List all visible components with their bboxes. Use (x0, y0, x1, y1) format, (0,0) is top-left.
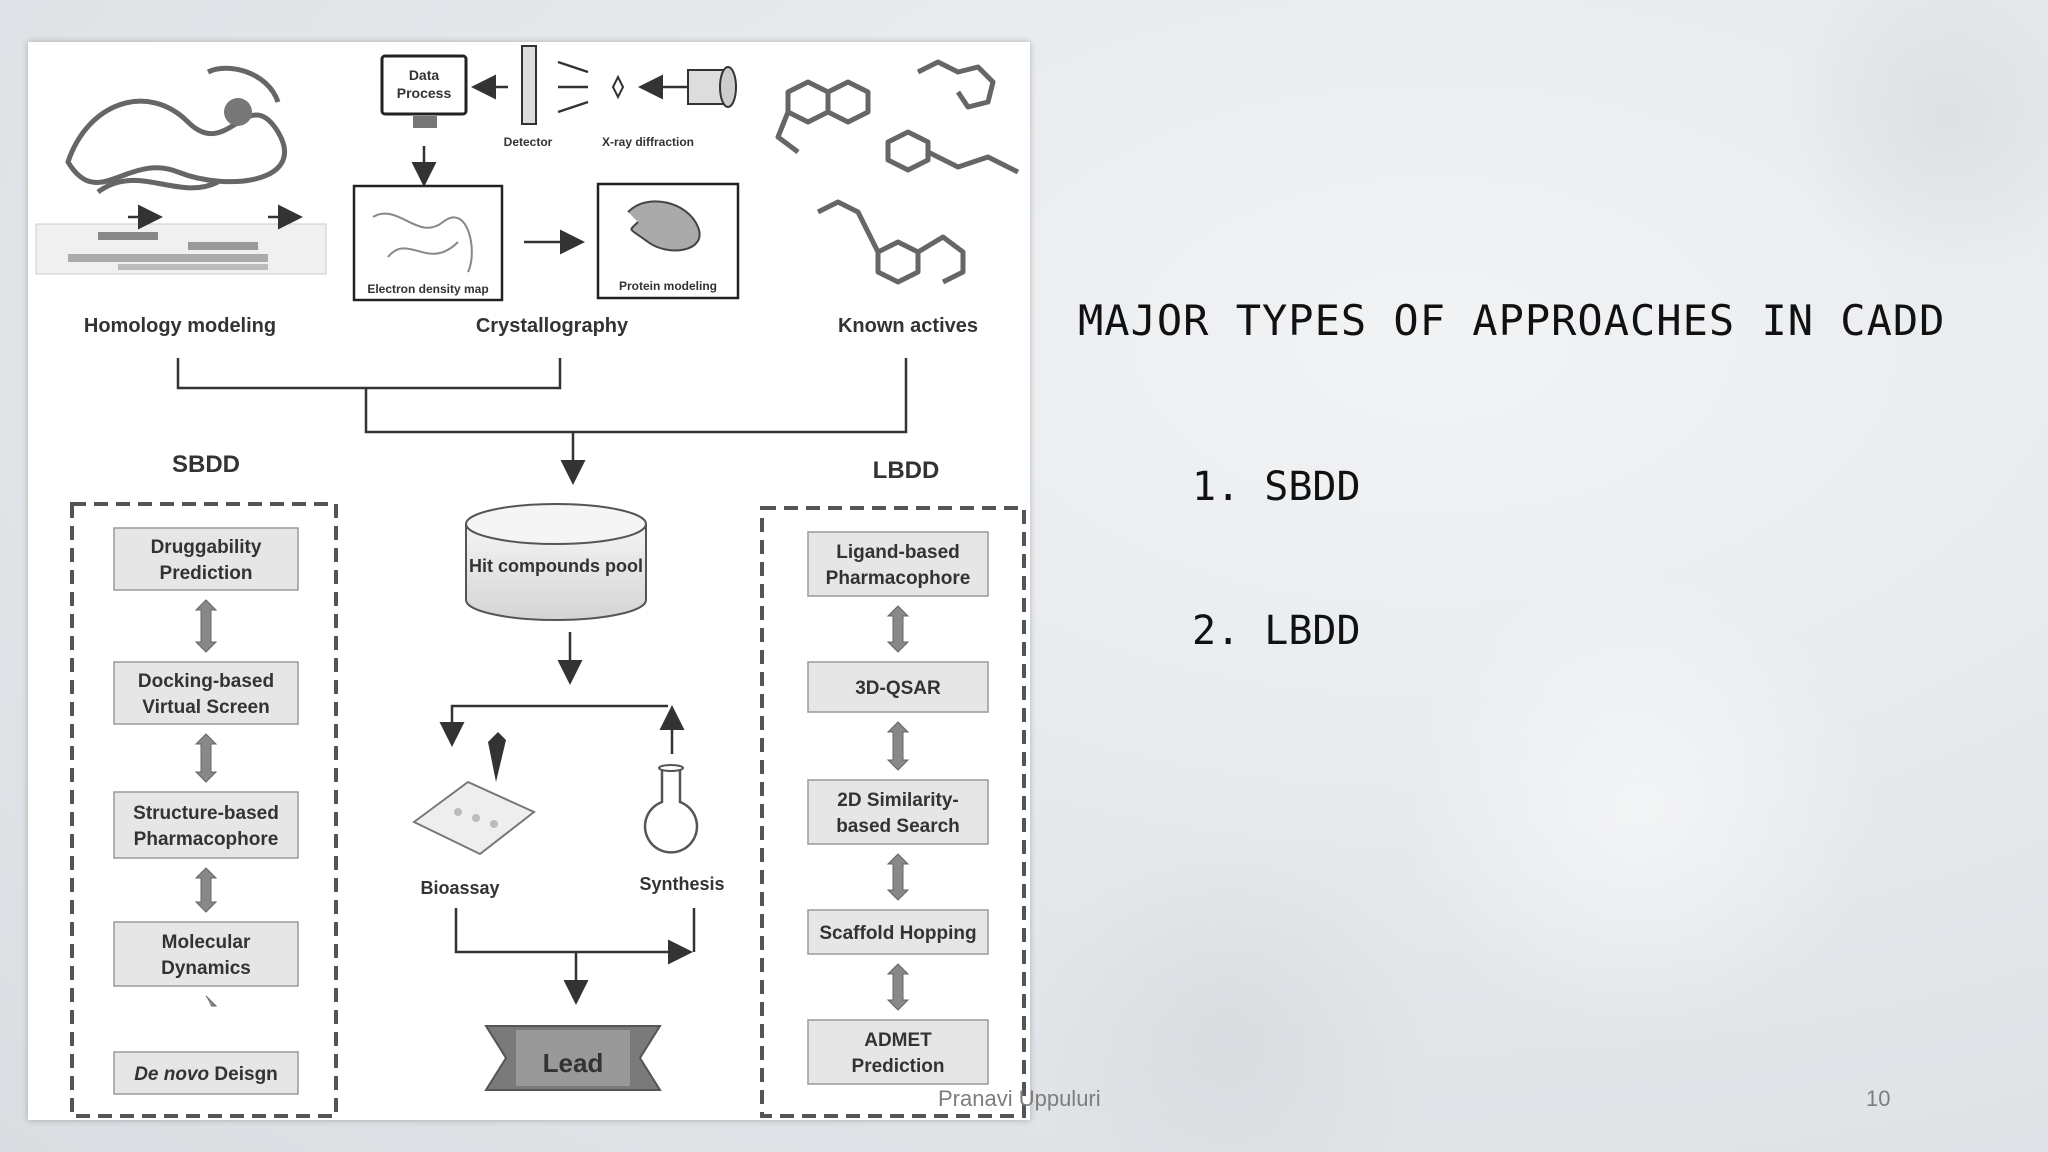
sbdd-step-3-text-1: Structure-based (133, 803, 279, 824)
sbdd-panel (70, 502, 338, 1118)
lbdd-double-arrow-icon-1 (886, 605, 910, 653)
lbdd-step-box-2 (807, 661, 989, 713)
lbdd-step-5-text-2: Prediction (852, 1056, 945, 1077)
lead-banner (484, 1025, 662, 1091)
sbdd-step-4-text-2: Dynamics (161, 958, 251, 979)
cadd-workflow-figure: Data Process Detector X-ray diffraction … (28, 42, 1030, 1120)
data-process-label-2: Process (397, 85, 452, 101)
data-process-monitor-icon (380, 54, 468, 128)
lbdd-step-2-text-1: 3D-QSAR (855, 678, 941, 699)
lbdd-step-box-1 (807, 531, 989, 597)
lbdd-double-arrow-icon-2 (886, 721, 910, 771)
sbdd-double-arrow-icon-3 (194, 867, 218, 913)
sbdd-step-3-text-2: Pharmacophore (134, 829, 279, 850)
bioassay-label: Bioassay (420, 878, 499, 898)
sbdd-step-box-2 (113, 661, 299, 725)
list-item-lbdd: 2. LBDD (1192, 608, 1361, 654)
lbdd-double-arrow-icon-4 (886, 963, 910, 1011)
page-number: 10 (1866, 1086, 1891, 1111)
sbdd-step-box-3 (113, 791, 299, 859)
molecule-structures-icon (775, 59, 1020, 285)
sbdd-step-1-text-1: Druggability (151, 537, 262, 558)
microplate-pipette-icon (412, 732, 536, 856)
sbdd-header: SBDD (172, 451, 240, 478)
sbdd-step-box-1 (113, 527, 299, 591)
lbdd-step-1-text-2: Pharmacophore (826, 568, 971, 589)
synthesis-label: Synthesis (639, 874, 724, 894)
sbdd-double-arrow-icon-2 (194, 733, 218, 783)
sbdd-step-1-text-2: Prediction (160, 563, 253, 584)
slide-title: MAJOR TYPES OF APPROACHES IN CADD (1078, 296, 1946, 345)
sbdd-double-arrow-icon-1 (194, 599, 218, 653)
electron-density-label: Electron density map (367, 282, 488, 296)
lbdd-panel (760, 506, 1026, 1118)
footer-author: Pranavi Uppuluri (938, 1086, 1101, 1111)
crystal-icon (611, 74, 625, 100)
hit-pool-label: Hit compounds pool (469, 556, 643, 576)
lbdd-step-box-5 (807, 1019, 989, 1085)
known-actives-label: Known actives (838, 315, 978, 337)
protein-modeling-label: Protein modeling (619, 279, 717, 293)
lbdd-step-3-text-2: based Search (836, 816, 960, 837)
de-novo-rest: Deisgn (209, 1064, 278, 1085)
sbdd-step-4-text-1: Molecular (162, 932, 251, 953)
detector-icon (521, 45, 537, 125)
hit-compounds-pool-cylinder (465, 503, 647, 621)
protein-model-icon (627, 200, 701, 252)
lbdd-step-4-text-1: Scaffold Hopping (819, 923, 976, 944)
sbdd-double-arrow-icon-4 (205, 995, 218, 1007)
lbdd-step-1-text-1: Ligand-based (836, 542, 960, 563)
flask-icon (643, 764, 699, 854)
sequence-alignment-icon (35, 204, 327, 275)
lbdd-double-arrow-icon-3 (886, 853, 910, 901)
detector-label: Detector (504, 135, 553, 149)
data-process-label-1: Data (409, 67, 440, 83)
electron-density-map-box (352, 184, 504, 302)
sbdd-step-2-text-1: Docking-based (138, 671, 274, 692)
xray-source-icon (687, 66, 737, 108)
sbdd-steps: DruggabilityPredictionDocking-basedVirtu… (113, 527, 299, 1095)
crystallography-label: Crystallography (476, 315, 629, 337)
xray-label: X-ray diffraction (602, 135, 694, 149)
lbdd-step-box-4 (807, 909, 989, 955)
sbdd-step-box-4 (113, 921, 299, 987)
protein-ribbon-icon (65, 65, 288, 195)
list-item-sbdd: 1. SBDD (1192, 464, 1361, 510)
sbdd-step-box-5 (113, 1051, 299, 1095)
homology-modeling-label: Homology modeling (84, 315, 276, 337)
de-novo-italic: De novo (134, 1064, 209, 1085)
lbdd-step-5-text-1: ADMET (864, 1030, 932, 1051)
density-contour-icon (372, 212, 473, 273)
lbdd-step-box-3 (807, 779, 989, 845)
sbdd-step-2-text-2: Virtual Screen (142, 697, 269, 718)
lbdd-step-3-text-1: 2D Similarity- (837, 790, 958, 811)
lead-label: Lead (543, 1048, 604, 1078)
de-novo-design-label: De novo Deisgn (134, 1064, 278, 1085)
lbdd-header: LBDD (873, 457, 940, 484)
